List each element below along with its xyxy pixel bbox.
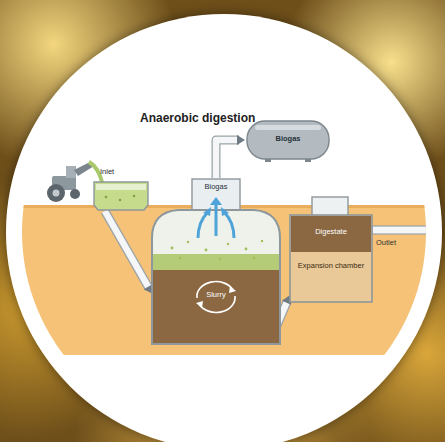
tractor-wheel (70, 189, 80, 199)
inlet-hopper: Inlet (92, 165, 150, 211)
tank-body (247, 121, 329, 159)
pipe-connector (216, 135, 245, 178)
tank-highlight (255, 125, 321, 130)
pipe-core (105, 211, 149, 288)
hopper-body (94, 182, 148, 210)
biogas-tank: Biogas (245, 118, 331, 162)
pipe-outline (216, 140, 239, 178)
feed-dot (119, 199, 122, 202)
node-text: Inlet (100, 168, 140, 177)
diagram-title: Anaerobic digestion (140, 111, 255, 125)
node-text: Digestate (294, 228, 368, 237)
slurry-fill (148, 270, 284, 348)
part-label: Outlet (376, 238, 396, 247)
pipe-connector (105, 211, 153, 294)
node-text: Expansion chamber (296, 262, 366, 271)
digester-tank: BiogasSlurry (148, 178, 284, 348)
feed-dot (133, 195, 136, 198)
feed-dot (105, 196, 108, 199)
pipe-outline (105, 211, 149, 288)
expansion-chamber-outline (288, 196, 374, 304)
digester-tank-outline (148, 178, 284, 348)
gas-bubbles (171, 240, 264, 260)
scum-layer (148, 254, 284, 272)
node-text: Biogas (194, 183, 238, 192)
scene (0, 205, 445, 355)
tank-foot (265, 159, 271, 162)
mixing-heads (196, 286, 236, 308)
tractor-hub (53, 190, 60, 197)
node-text: Slurry (196, 291, 236, 300)
chamber-neck (312, 197, 348, 217)
tractor-cab (66, 166, 76, 178)
hopper-top (96, 184, 146, 190)
expansion-chamber: DigestateExpansion chamber (288, 196, 374, 304)
digestate-fill (291, 216, 371, 252)
tank-foot (305, 159, 311, 162)
gas-arrow-heads (203, 197, 229, 216)
pipe-core (216, 140, 239, 178)
arrow-head (237, 135, 245, 145)
mixing-arrows (197, 282, 235, 313)
outlet-pipe (372, 226, 432, 234)
gas-arrows (198, 204, 234, 238)
ground (0, 205, 445, 355)
tractor-wheel (47, 184, 65, 202)
node-text: Biogas (249, 135, 327, 144)
chamber-body (290, 215, 372, 302)
